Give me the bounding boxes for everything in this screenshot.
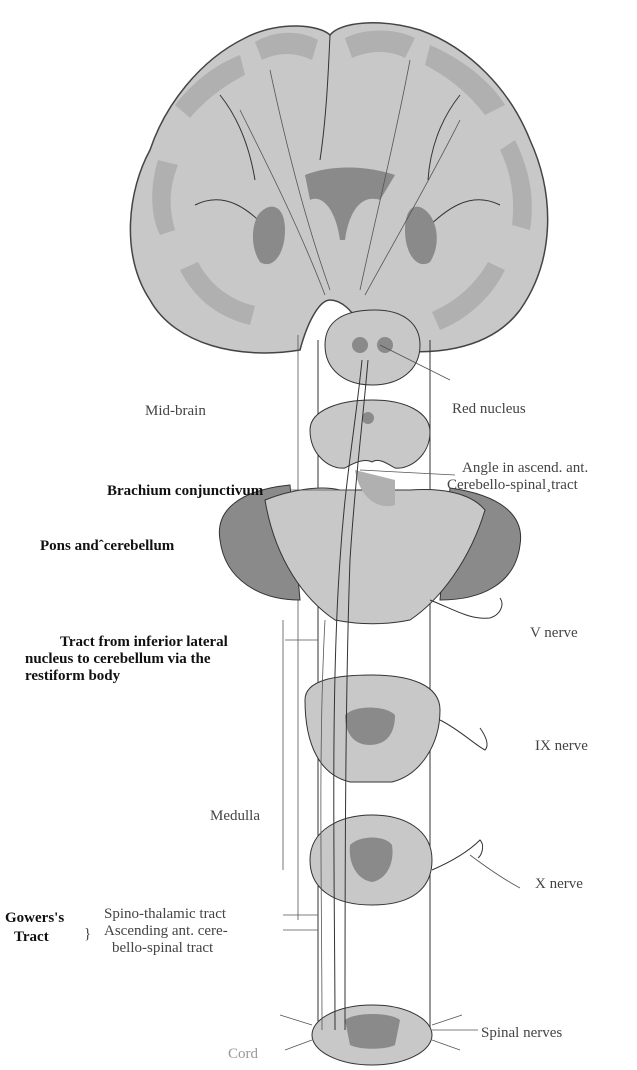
label-spino-thalamic: Spino-thalamic tract xyxy=(104,906,227,922)
gowers-brace: } xyxy=(84,926,91,942)
label-mid-brain: Mid-brain xyxy=(145,403,206,419)
label-x-nerve: X nerve xyxy=(535,876,583,892)
label-medulla: Medulla xyxy=(210,808,260,824)
label-ix-nerve: IX nerve xyxy=(535,738,588,754)
medulla-upper-section xyxy=(305,675,440,782)
midbrain-section-upper xyxy=(325,310,420,385)
nerve-roots xyxy=(430,598,520,888)
label-red-nucleus: Red nucleus xyxy=(452,401,526,417)
label-brachium: Brachium conjunctivum xyxy=(107,483,264,499)
label-gowers-line2: Tract xyxy=(14,929,49,945)
label-tract-line3: restiform body xyxy=(25,668,121,684)
label-pons-cerebellum: Pons andˆcerebellum xyxy=(40,538,175,554)
spinal-cord-section xyxy=(280,1005,462,1065)
midbrain-section-lower xyxy=(310,400,430,468)
pons-cerebellum xyxy=(219,470,520,624)
label-gowers-line1: Gowers's xyxy=(5,910,64,926)
label-v-nerve: V nerve xyxy=(530,625,578,641)
label-tract-line2: nucleus to cerebellum via the xyxy=(25,651,211,667)
label-tract-line1: Tract from inferior lateral xyxy=(60,634,228,650)
label-ascending-line2: bello-spinal tract xyxy=(112,940,214,956)
cerebrum-section xyxy=(130,23,547,353)
label-angle-line2: Cerebello-spinal¸tract xyxy=(447,477,579,493)
label-angle-line1: Angle in ascend. ant. xyxy=(462,460,588,476)
label-cord: Cord xyxy=(228,1046,259,1062)
label-spinal-nerves: Spinal nerves xyxy=(481,1025,562,1041)
medulla-lower-section xyxy=(310,815,432,905)
label-ascending-line1: Ascending ant. cere- xyxy=(104,923,228,939)
